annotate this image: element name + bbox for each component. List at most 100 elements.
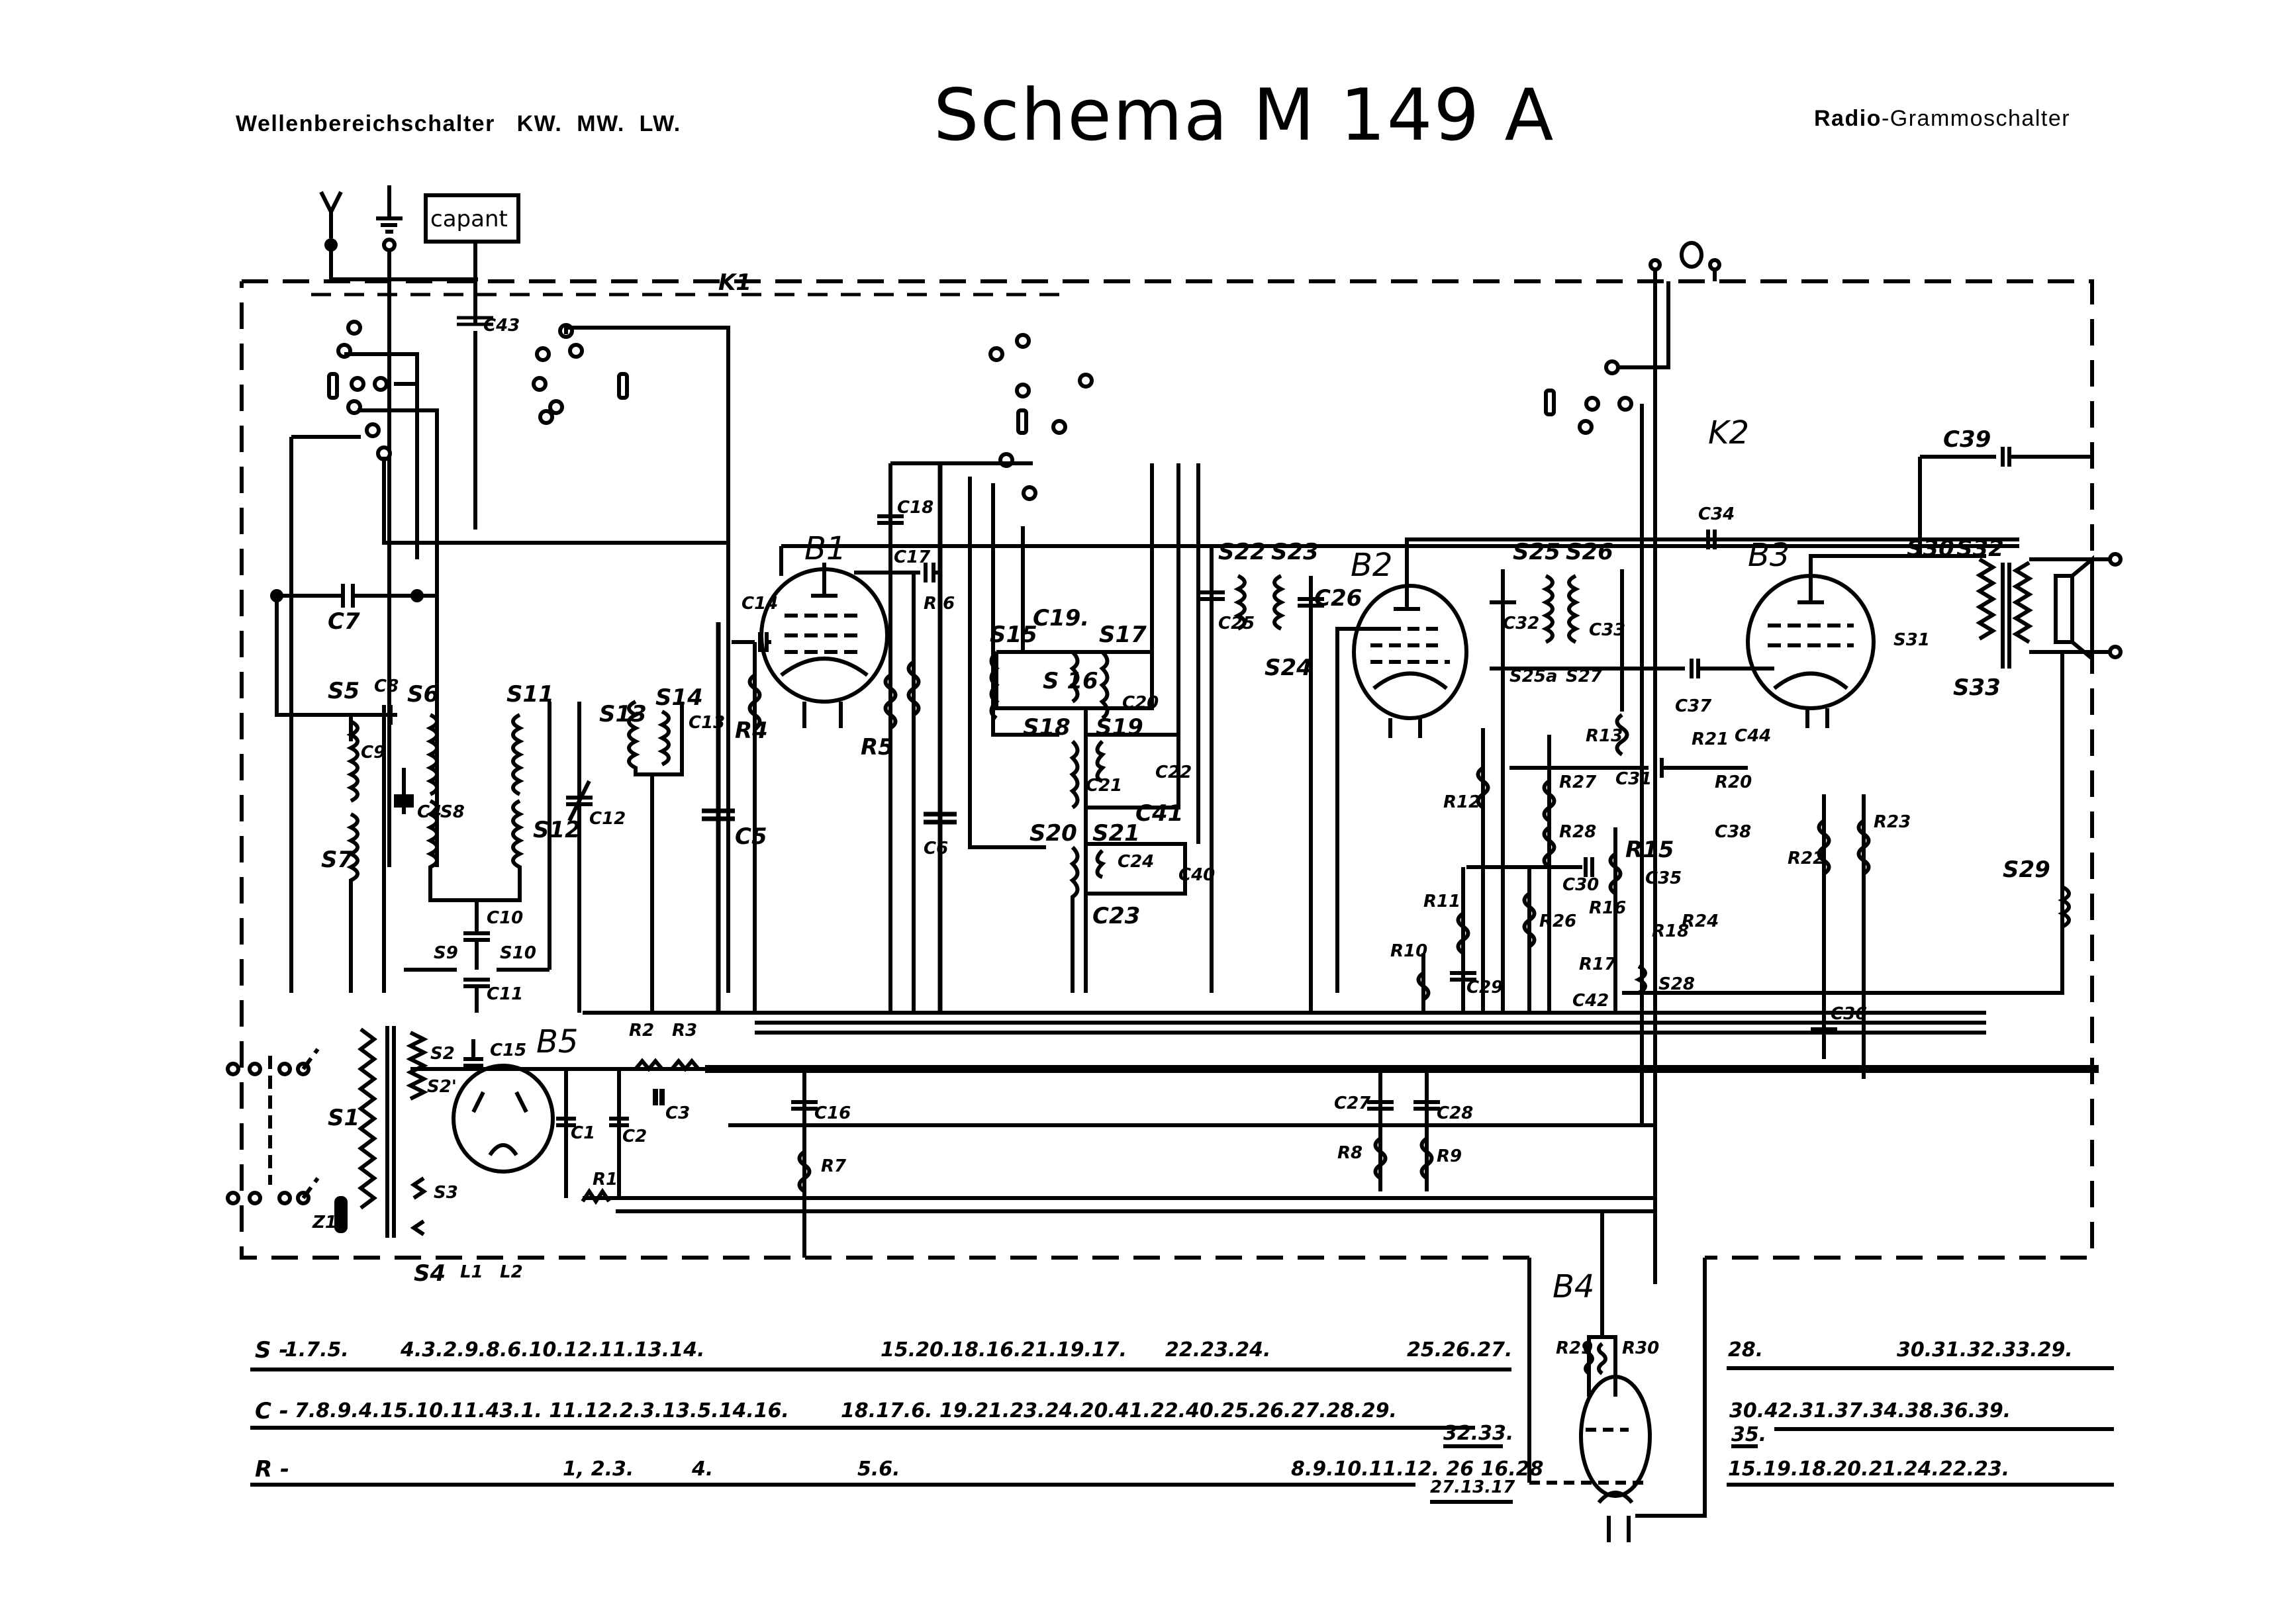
c37-label: C37 [1675,696,1712,716]
gramo-switch-label: -Grammoschalter [1881,106,2071,131]
band-kw: KW. [516,111,563,136]
r26-label: R26 [1539,911,1576,931]
c39-label: C39 [1943,426,1991,453]
b4-label: B4 [1553,1268,1594,1305]
coil-s23 [1272,574,1286,631]
c41-label: C41 [1135,800,1183,827]
legend-c-group: 7.8.9.4.15.10.11.43.1. 11.12.2.3.13.5.14… [295,1399,789,1422]
tube-b3 [1746,574,1876,728]
coil-s21 [1095,849,1106,879]
c10-label: C10 [487,908,523,928]
legend-key-c: C - [255,1398,289,1424]
coil-s12 [477,799,524,902]
s9-label: S9 [434,943,458,963]
r11-label: R11 [1423,892,1460,911]
r13-label: R13 [1586,726,1623,746]
coil-s22 [1233,574,1247,631]
s20-label: S20 [1029,820,1077,847]
s24-label: S24 [1265,655,1312,681]
s15-label: S15 [990,622,1037,648]
mains-switch[interactable] [226,1048,320,1205]
c35-label: C35 [1645,868,1682,888]
s28-label: S28 [1658,974,1695,994]
s5-label: S5 [328,678,359,704]
r8-label: R8 [1337,1143,1363,1163]
legend-s-group: 25.26.27. [1407,1338,1513,1362]
coil-s2 [406,1031,428,1101]
c44-label: C44 [1735,726,1771,746]
tube-b2 [1352,584,1468,738]
k2-label: K2 [1708,414,1749,451]
r1-label: R1 [593,1170,618,1189]
c18-label: C18 [897,498,933,518]
c43-label: C43 [483,316,520,336]
c27-label: C27 [1334,1093,1371,1113]
z1-label: Z1 [312,1213,337,1232]
radio-gramo-switch-caption: Radio-Grammoschalter [1814,106,2070,132]
r27-label: R27 [1559,772,1597,792]
r22-label: R22 [1788,849,1825,868]
coil-s14 [657,710,671,766]
legend-c-group: 30.42.31.37.34.38.36.39. [1729,1399,2011,1422]
legend-c-group: 35. [1731,1423,1767,1446]
b5-label: B5 [536,1023,578,1060]
legend-c-underline [1443,1444,1503,1448]
legend-r-group: 8.9.10.11.12. 26 16.28 [1291,1458,1544,1481]
c23-label: C23 [1092,903,1140,929]
coil-s3 [410,1176,428,1200]
legend-c-underline [250,1426,1475,1430]
c25-label: C25 [1218,614,1255,633]
chassis-outline [240,279,2094,1260]
r7-label: R7 [821,1156,847,1176]
s33-label: S33 [1953,674,2001,701]
r4-label: R4 [735,718,768,744]
s14-label: S14 [655,684,703,711]
b2-label: B2 [1351,547,1392,584]
legend-r-underline [1727,1483,2114,1487]
s2-prime-label: S2' [427,1077,457,1097]
capant-box [424,193,520,244]
legend-s-group: 30.31.32.33.29. [1897,1338,2073,1362]
k1-label: K1 [718,269,751,296]
r3-label: R3 [672,1021,697,1041]
s8-label: S8 [440,802,465,822]
legend-s-group: 15.20.18.16.21.19.17. [881,1338,1127,1362]
legend-s-underline [250,1368,1511,1371]
r17-label: R17 [1579,954,1617,974]
s29-label: S29 [2003,857,2050,883]
antenna-icon [319,191,343,252]
wave-switch-k1[interactable] [327,320,1094,501]
coil-s8 [426,799,477,902]
c22-label: C22 [1155,763,1192,782]
c21-label: C21 [1086,776,1122,796]
coil-s29 [2058,885,2071,929]
coil-s25 [1541,574,1555,644]
s31-label: S31 [1893,630,1930,650]
c19-label: C19. [1033,605,1089,631]
c3-label: C3 [665,1103,690,1123]
c8-label: C8 [374,676,399,696]
l2-label: L2 [500,1262,523,1282]
coil-s32 [2012,561,2033,644]
c30-label: C30 [1562,875,1599,895]
c29-label: C29 [1466,978,1503,997]
c31-label: C31 [1615,769,1652,789]
coil-s13 [627,700,684,776]
radio-gramo-switch-k2[interactable] [1544,241,1721,435]
s17-label: S17 [1099,622,1147,648]
s12-label: S12 [533,817,581,843]
coil-s20 [1069,845,1080,993]
legend-c-group: 18.17.6. 19.21.23.24.20.41.22.40.25.26.2… [841,1399,1397,1422]
band-lw: LW. [639,111,681,136]
c2-label: C2 [622,1127,647,1146]
legend-r-group: 4. [692,1458,714,1481]
c7-label: C7 [328,608,360,635]
r29-label: R29 [1556,1338,1593,1358]
r15-label: R15 [1625,837,1674,863]
r9-label: R9 [1437,1146,1462,1166]
legend-key-s: S - [255,1337,289,1364]
c32-label: C32 [1503,614,1539,633]
coil-s11 [511,713,524,796]
s2-label: S2 [430,1044,455,1064]
